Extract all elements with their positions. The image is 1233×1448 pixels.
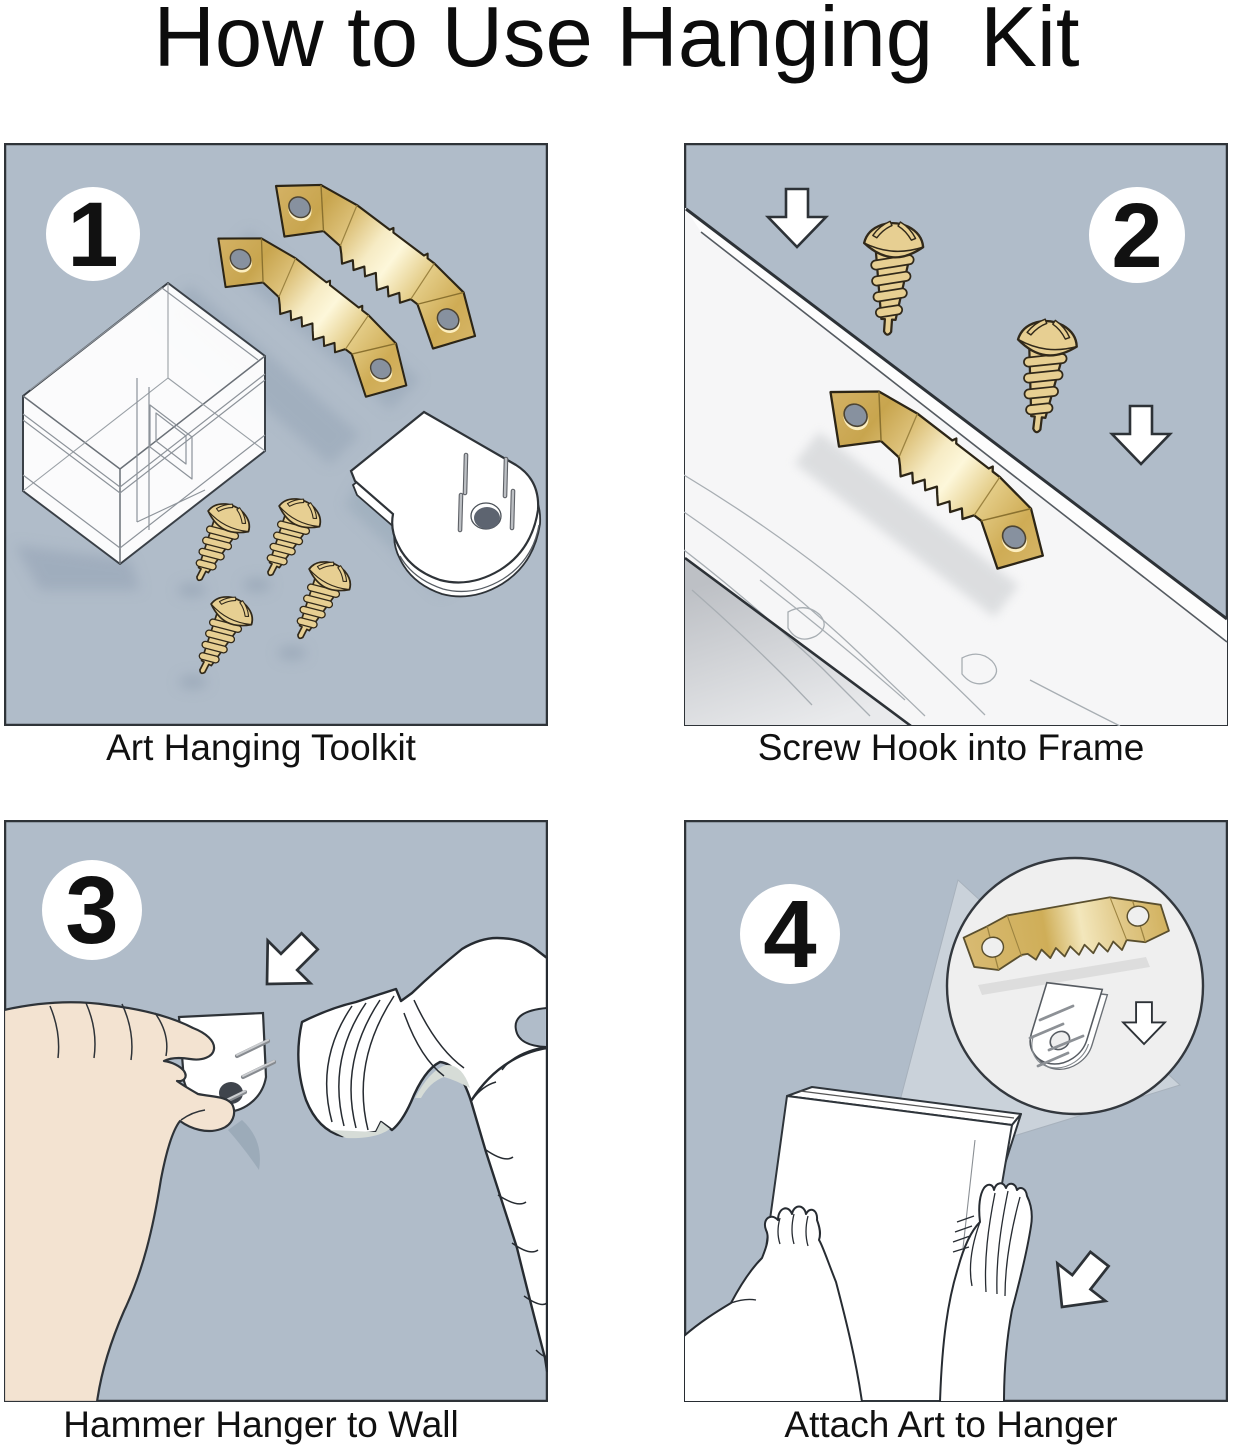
svg-text:1: 1 [67, 184, 118, 286]
svg-text:4: 4 [763, 881, 816, 988]
svg-text:2: 2 [1111, 185, 1162, 287]
svg-text:3: 3 [65, 857, 118, 964]
